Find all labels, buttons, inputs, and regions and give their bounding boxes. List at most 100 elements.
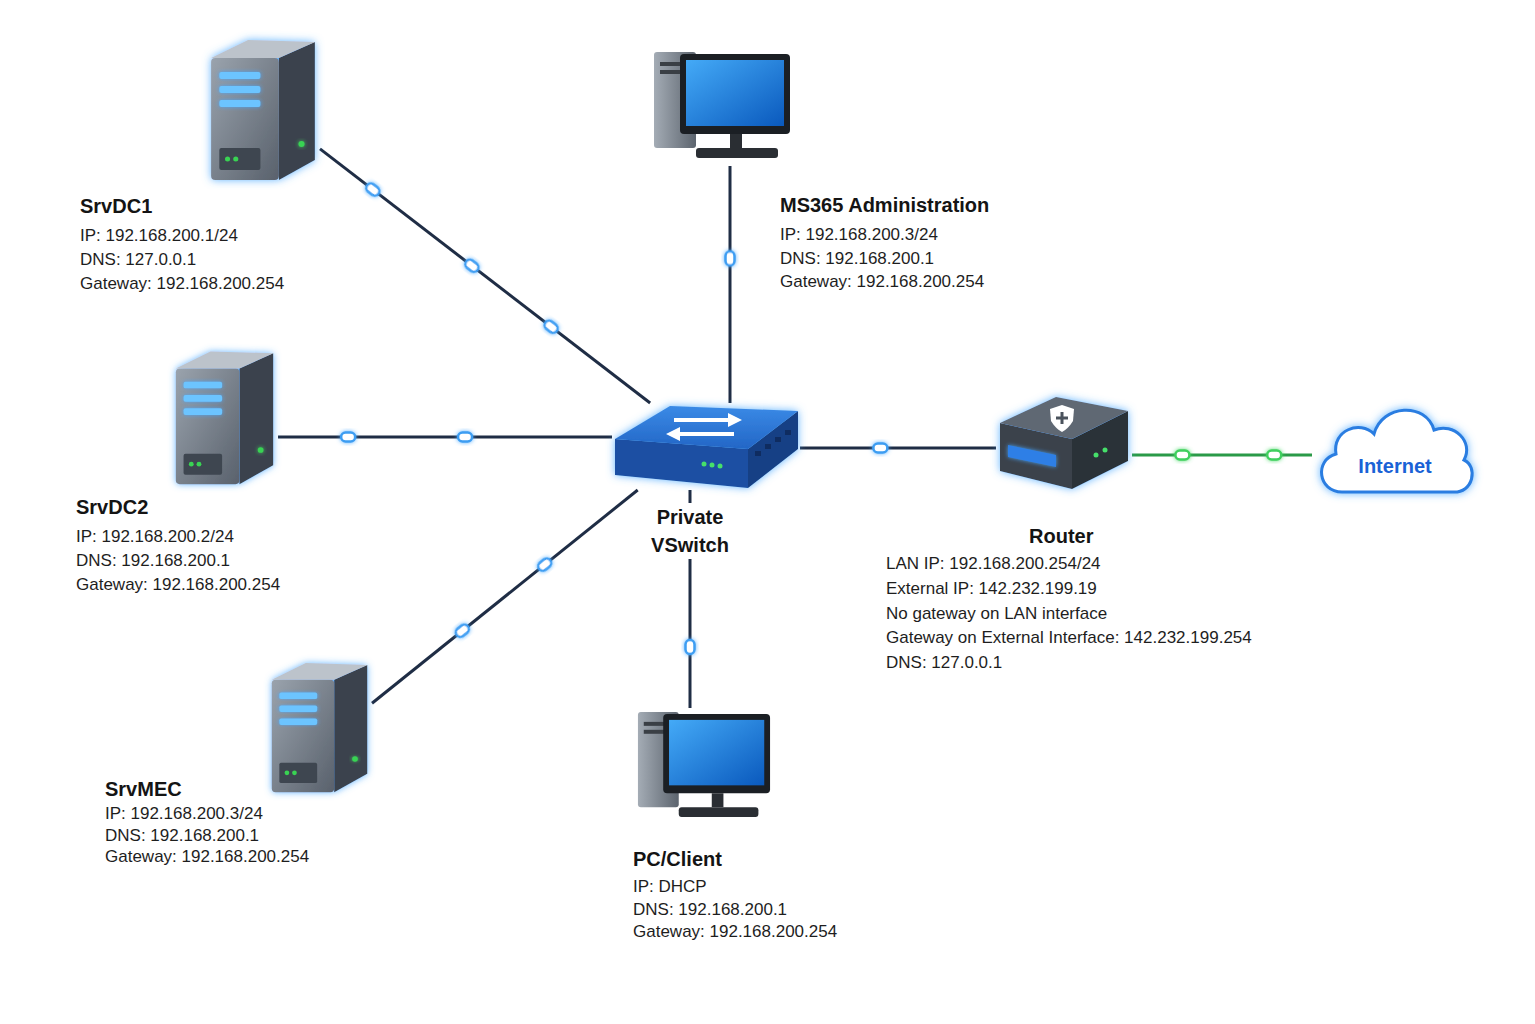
config-line: Gateway: 192.168.200.254 — [780, 270, 989, 294]
link-bead — [536, 557, 553, 573]
device-name: SrvDC1 — [80, 194, 284, 218]
server-icon — [207, 28, 320, 183]
label-block: PC/ClientIP: DHCPDNS: 192.168.200.1Gatew… — [633, 847, 837, 944]
monitor-frame — [663, 714, 770, 793]
link-group — [320, 149, 650, 403]
status-led — [718, 464, 723, 469]
drive-light — [219, 86, 260, 93]
switch-arrow — [674, 418, 730, 422]
device-name: MS365 Administration — [780, 193, 989, 217]
router-icon — [996, 393, 1132, 492]
drive-light — [219, 72, 260, 79]
server-icon — [172, 340, 278, 487]
status-led — [285, 771, 290, 776]
server-body — [272, 663, 367, 792]
switch-body — [615, 406, 798, 488]
router-body — [1000, 397, 1128, 489]
pc-icon — [652, 48, 792, 166]
link-bead — [1175, 451, 1189, 460]
label-block: Private VSwitch — [640, 503, 740, 559]
switch-arrow — [678, 432, 734, 436]
config-line: DNS: 192.168.200.1 — [633, 899, 837, 922]
server-panel — [279, 763, 317, 783]
link-bead — [458, 433, 472, 442]
label-block: Internet — [1312, 454, 1478, 478]
network-link — [372, 490, 638, 703]
pc-icon — [636, 708, 772, 825]
shield-symbol — [1050, 405, 1074, 432]
drive-light — [184, 408, 223, 415]
cloud-node: Internet — [1312, 398, 1478, 497]
link-group — [800, 444, 996, 453]
network-link — [320, 149, 650, 403]
server-body — [176, 351, 273, 484]
server-front — [176, 368, 240, 484]
monitor-screen — [686, 60, 784, 126]
router-node: RouterLAN IP: 192.168.200.254/24External… — [996, 393, 1132, 492]
label-block: SrvDC2IP: 192.168.200.2/24DNS: 192.168.2… — [76, 495, 280, 597]
device-name: Internet — [1312, 454, 1478, 478]
drive-light — [184, 382, 223, 389]
cloud-icon — [1312, 398, 1478, 497]
config-line: IP: DHCP — [633, 876, 837, 899]
switch-arrow-head — [728, 413, 742, 427]
device-name: SrvMEC — [105, 777, 309, 801]
config-line: DNS: 127.0.0.1 — [80, 248, 284, 272]
config-line: External IP: 142.232.199.19 — [886, 577, 1252, 602]
link-bead — [726, 251, 735, 265]
label-block: SrvDC1IP: 192.168.200.1/24DNS: 127.0.0.1… — [80, 194, 284, 296]
workstation-node: PC/ClientIP: DHCPDNS: 192.168.200.1Gatew… — [636, 708, 772, 825]
config-line: IP: 192.168.200.3/24 — [780, 223, 989, 247]
power-led — [298, 141, 304, 147]
monitor-screen — [669, 720, 764, 785]
server-panel — [184, 454, 223, 475]
server-front — [211, 58, 279, 180]
server-side — [239, 353, 273, 484]
server-node: SrvDC2IP: 192.168.200.2/24DNS: 192.168.2… — [172, 340, 278, 487]
server-side — [334, 665, 367, 792]
device-name: PC/Client — [633, 847, 837, 871]
switch-top — [615, 406, 798, 449]
link-bead — [464, 258, 481, 274]
shield-cross — [1056, 412, 1068, 424]
server-side — [279, 42, 315, 180]
link-bead — [365, 182, 382, 198]
server-node: SrvDC1IP: 192.168.200.1/24DNS: 127.0.0.1… — [207, 28, 320, 183]
router-port-glow — [1008, 445, 1056, 467]
status-led — [197, 462, 202, 467]
status-led — [702, 462, 707, 467]
status-led — [710, 463, 715, 468]
status-led — [189, 462, 194, 467]
server-top — [176, 351, 273, 368]
drive-light — [279, 718, 317, 724]
config-line: IP: 192.168.200.2/24 — [76, 525, 280, 549]
switch-node: Private VSwitch — [612, 403, 800, 490]
switch-port — [765, 444, 771, 449]
link-bead — [543, 319, 560, 335]
device-name: SrvDC2 — [76, 495, 280, 519]
config-line: No gateway on LAN interface — [886, 602, 1252, 627]
config-line: DNS: 192.168.200.1 — [76, 549, 280, 573]
config-line: IP: 192.168.200.1/24 — [80, 224, 284, 248]
network-link — [729, 166, 732, 403]
link-group — [372, 490, 638, 703]
monitor-neck — [712, 793, 724, 807]
status-led — [292, 771, 297, 776]
server-front — [272, 680, 334, 793]
link-group — [278, 433, 612, 442]
link-bead — [454, 623, 471, 639]
monitor-neck — [730, 134, 742, 148]
switch-port — [785, 430, 791, 435]
power-led — [352, 756, 358, 762]
server-top — [211, 40, 315, 58]
switch-arrow-head — [666, 427, 680, 441]
network-link — [278, 436, 612, 439]
status-led — [1094, 453, 1099, 458]
network-link — [1132, 454, 1312, 457]
config-line: Gateway: 192.168.200.254 — [80, 272, 284, 296]
server-body — [211, 40, 315, 180]
config-line: Gateway: 192.168.200.254 — [105, 846, 309, 868]
cloud-shape — [1322, 410, 1473, 492]
